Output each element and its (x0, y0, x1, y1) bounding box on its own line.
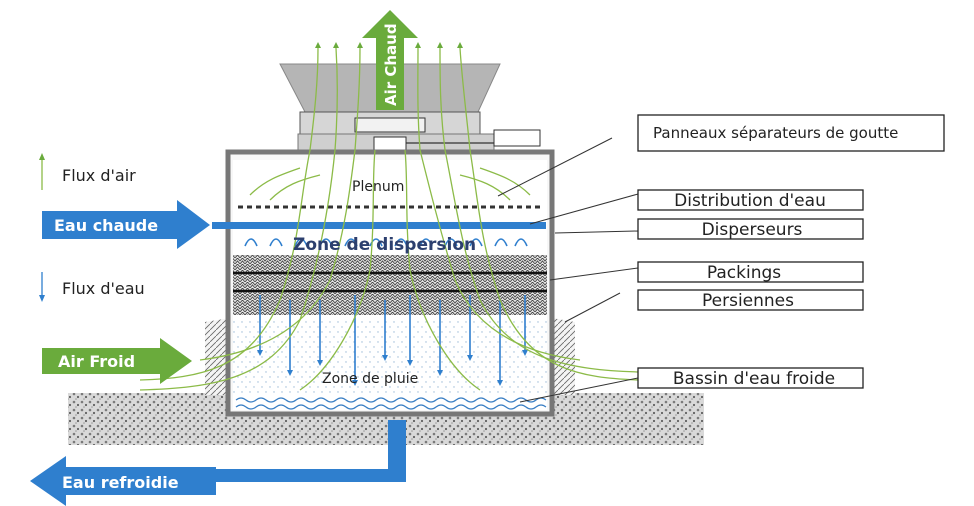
callout-leaders (497, 137, 639, 403)
air-froid-label: Air Froid (58, 352, 135, 371)
callout-box-packings (637, 261, 864, 283)
callout-box-distribution (637, 189, 864, 211)
water-distribution-pipe (212, 222, 546, 229)
left-louver-hatch (205, 318, 230, 395)
callout-drift-label: Panneaux séparateurs de goutte (653, 124, 898, 142)
cold-water-basin (235, 397, 547, 410)
callout-packings-label: Packings (707, 263, 781, 283)
outlet-pipe (210, 420, 406, 482)
eau-refroidie-label: Eau refroidie (62, 473, 179, 492)
motor (373, 136, 407, 151)
callout-box-disperseurs (637, 218, 864, 240)
legend-water-icon (39, 295, 45, 302)
callout-box-bassin (637, 367, 864, 389)
fan-hub (354, 117, 426, 133)
legend-air-icon (39, 153, 45, 160)
callout-disperseurs-label: Disperseurs (702, 220, 803, 240)
zone-rain-label: Zone de pluie (322, 371, 418, 387)
zone-plenum-label: Plenum (352, 179, 404, 195)
air-froid-arrow (42, 338, 192, 384)
motor-body (493, 129, 541, 147)
right-louver-hatch (552, 318, 575, 395)
air-flow-lines (139, 47, 641, 391)
callout-box-persiennes (637, 289, 864, 311)
eau-refroidie-arrow (30, 456, 216, 506)
callout-distribution-label: Distribution d'eau (674, 191, 826, 211)
air-chaud-label: Air Chaud (382, 23, 400, 106)
eau-chaude-label: Eau chaude (54, 216, 158, 235)
callout-box-drift (637, 114, 945, 152)
eau-chaude-arrow (42, 200, 210, 249)
zone-dispersion-label: Zone de dispersion (293, 235, 476, 255)
spray-nozzles (244, 238, 528, 247)
legend-water-label: Flux d'eau (62, 279, 145, 298)
callout-bassin-label: Bassin d'eau froide (673, 369, 835, 389)
legend-air-label: Flux d'air (62, 166, 136, 185)
air-chaud-arrow (362, 10, 418, 110)
callout-persiennes-label: Persiennes (702, 291, 794, 311)
